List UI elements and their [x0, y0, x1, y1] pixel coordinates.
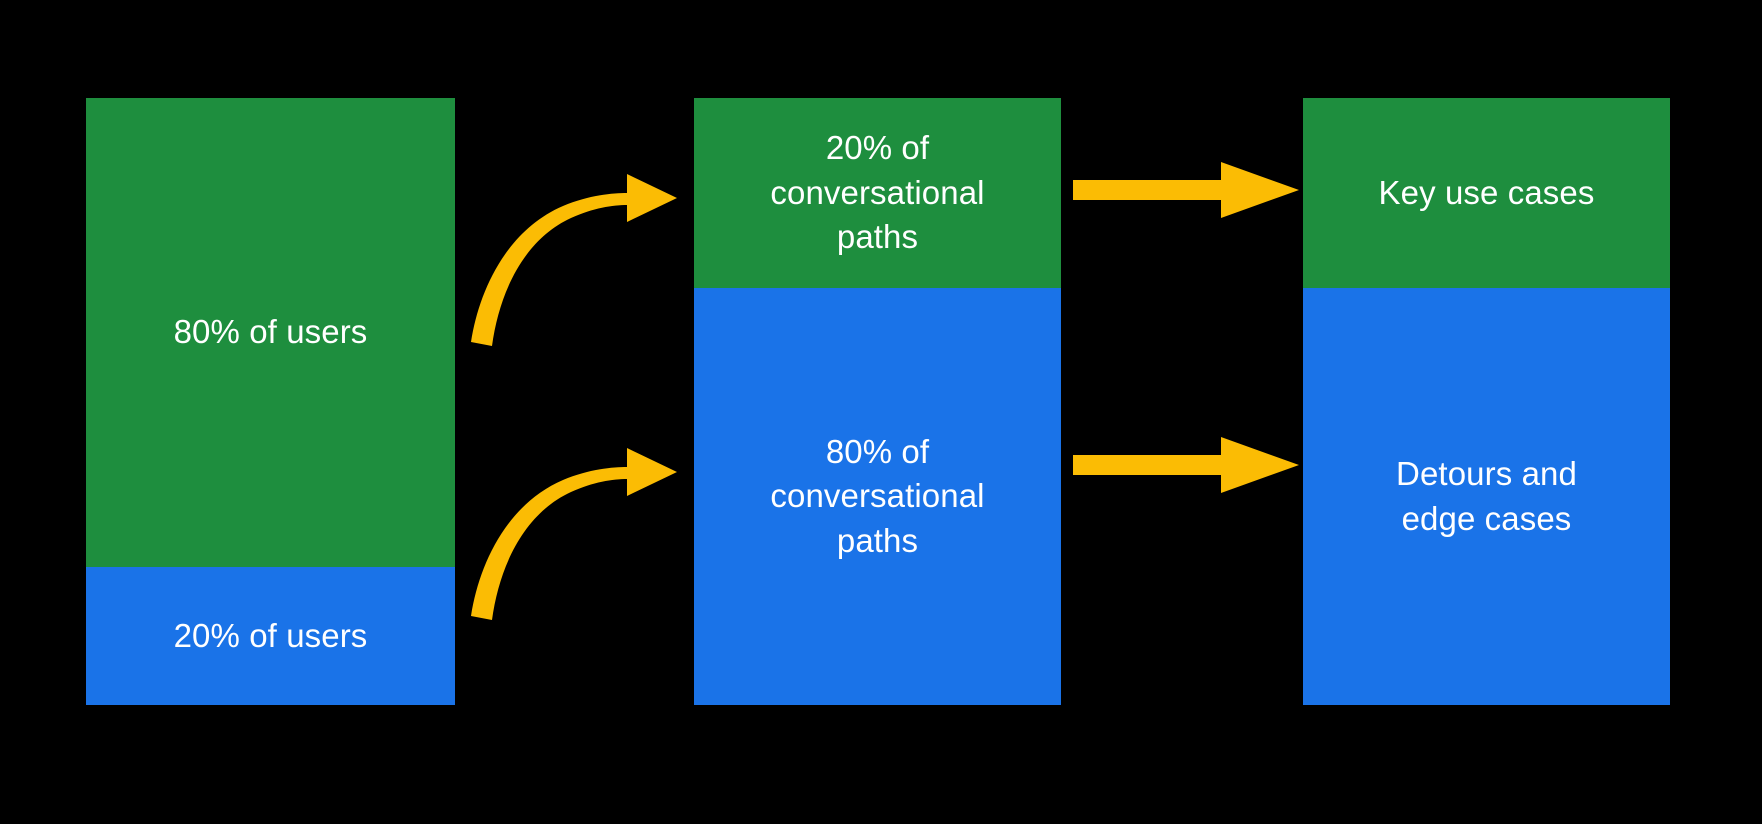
- curved-arrow-right-icon: [471, 174, 677, 346]
- segment-users-minority[interactable]: 20% of users: [86, 567, 455, 705]
- users-column: 80% of users 20% of users: [86, 98, 455, 705]
- segment-paths-minority-label: 20% of conversational paths: [770, 129, 985, 256]
- segment-users-minority-label: 20% of users: [173, 616, 368, 654]
- segment-key-use-cases[interactable]: Key use cases: [1303, 98, 1670, 288]
- segment-users-majority-label: 80% of users: [173, 313, 368, 351]
- segment-detours-edge-cases[interactable]: Detours and edge cases: [1303, 288, 1670, 705]
- use-cases-column: Key use cases Detours and edge cases: [1303, 98, 1670, 705]
- arrow-right-icon: [1073, 437, 1299, 493]
- segment-key-use-cases-label: Key use cases: [1378, 173, 1595, 211]
- segment-paths-minority[interactable]: 20% of conversational paths: [694, 98, 1061, 288]
- segment-paths-majority[interactable]: 80% of conversational paths: [694, 288, 1061, 705]
- segment-paths-majority-label: 80% of conversational paths: [770, 432, 985, 559]
- arrow-right-icon: [1073, 162, 1299, 218]
- conversational-paths-column: 20% of conversational paths 80% of conve…: [694, 98, 1061, 705]
- curved-arrow-right-icon: [471, 448, 677, 620]
- segment-detours-edge-cases-label: Detours and edge cases: [1396, 454, 1577, 537]
- segment-users-majority[interactable]: 80% of users: [86, 98, 455, 567]
